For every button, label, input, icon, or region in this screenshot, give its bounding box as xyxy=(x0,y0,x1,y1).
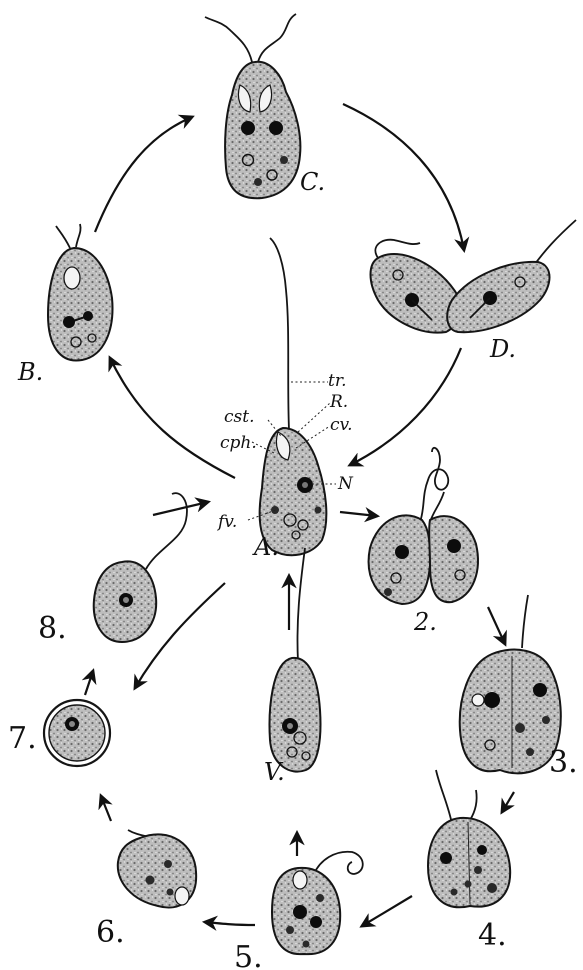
cell-8 xyxy=(94,493,187,642)
cell-7-cyst xyxy=(44,700,110,766)
arrow-7-to-8 xyxy=(85,671,93,695)
label-3: 3. xyxy=(549,745,578,780)
cell-4 xyxy=(428,770,510,907)
cell-6 xyxy=(118,830,196,908)
cell-2 xyxy=(369,448,478,604)
arrow-6-to-7 xyxy=(101,796,111,821)
part-cst: cst. xyxy=(224,407,254,427)
cell-5 xyxy=(272,852,363,954)
part-n: N xyxy=(337,474,354,494)
arrow-4-to-5 xyxy=(362,896,412,926)
label-5: 5. xyxy=(234,940,263,970)
label-c: C. xyxy=(300,168,325,196)
cell-a xyxy=(260,238,327,555)
cell-b xyxy=(48,224,112,361)
part-fv: fv. xyxy=(216,512,237,532)
label-a: A. xyxy=(252,533,279,561)
arrow-a-to-2 xyxy=(340,512,377,516)
label-d: D. xyxy=(489,335,516,363)
part-cv: cv. xyxy=(330,415,353,435)
cell-3 xyxy=(460,595,561,773)
label-8: 8. xyxy=(38,611,67,646)
cell-c xyxy=(205,14,300,198)
arrow-3-to-4 xyxy=(502,792,514,812)
arrow-5-to-6 xyxy=(205,922,255,925)
arrow-8-to-a xyxy=(153,502,208,515)
arrow-b-to-c xyxy=(95,117,192,232)
label-7: 7. xyxy=(8,721,37,756)
label-6: 6. xyxy=(96,915,125,950)
label-4: 4. xyxy=(478,918,507,953)
label-v: V. xyxy=(264,758,285,786)
cell-d xyxy=(371,220,577,333)
arrow-a-to-b xyxy=(110,358,235,478)
part-tr: tr. xyxy=(328,371,347,391)
label-b: B. xyxy=(17,358,43,386)
cell-v xyxy=(270,548,321,772)
part-r: R. xyxy=(329,392,348,412)
part-cph: cph. xyxy=(220,433,257,453)
arrow-d-to-a xyxy=(350,348,461,465)
label-2: 2. xyxy=(413,608,437,636)
arrow-2-to-3 xyxy=(488,607,505,644)
arrow-c-to-d xyxy=(343,104,464,250)
